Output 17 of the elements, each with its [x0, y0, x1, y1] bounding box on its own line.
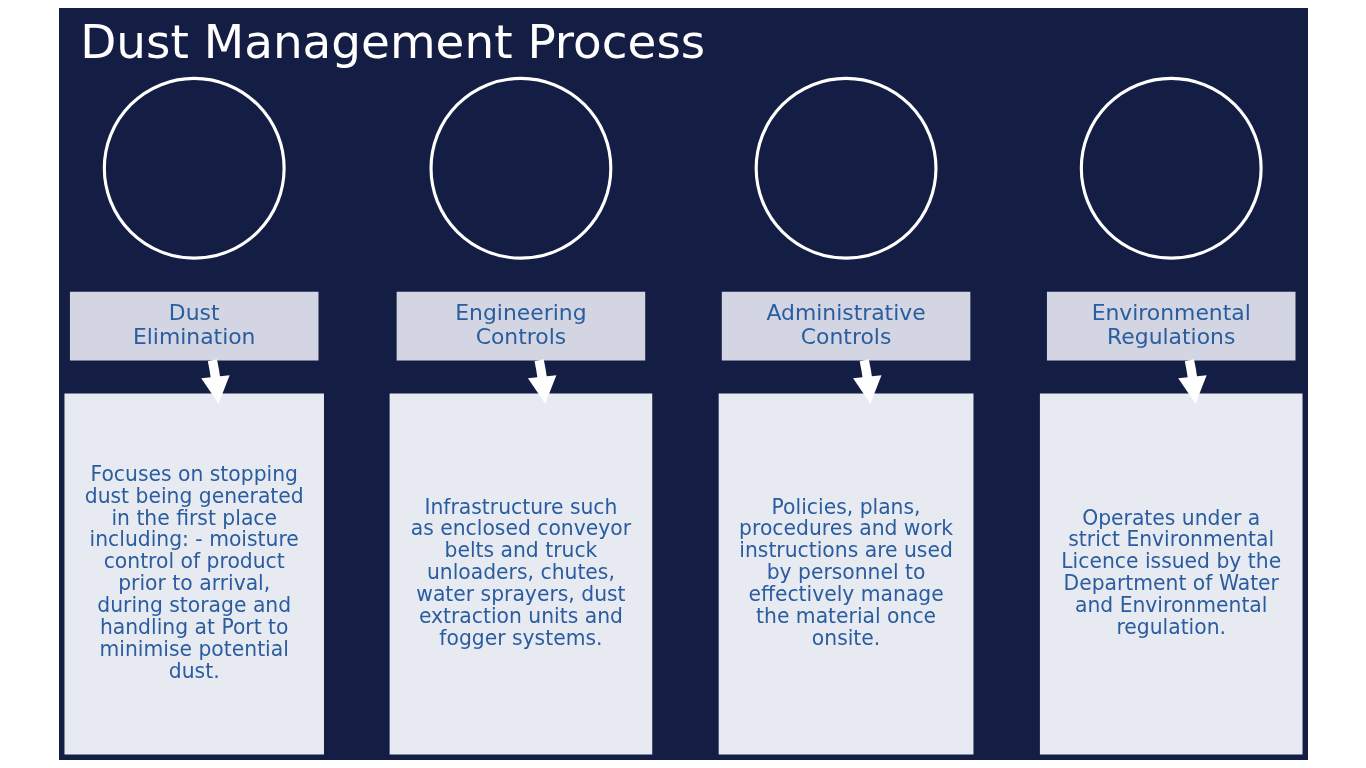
node-box: Operates under a strict Environmental Licence issued by the Department of Water and Environmental regulation.	[1039, 393, 1303, 755]
node-box: Focuses on stopping dust being generated in the first place including: - moisture control of product prior to arrival, during storage and handling at Port to minimise potential dust.	[63, 393, 324, 755]
node-box: Engineering Controls	[396, 291, 645, 361]
node-circle	[1079, 76, 1263, 260]
arrow	[852, 359, 882, 404]
node-circle	[102, 76, 286, 260]
arrow	[200, 359, 230, 404]
arrow	[527, 359, 556, 404]
node-box: Administrative Controls	[721, 291, 970, 361]
node-box: Environmental Regulations	[1046, 291, 1295, 361]
arrow	[1177, 359, 1207, 404]
node-circle	[428, 76, 612, 260]
node-box: Infrastructure such as enclosed conveyor belts and truck unloaders, chutes, water sprayers, dust extraction units and fogger systems.	[389, 393, 652, 755]
node-box: Policies, plans, procedures and work instructions are used by personnel to effectively manage the material once onsite.	[718, 393, 973, 755]
diagram-title: Dust Management Process	[79, 14, 705, 70]
node-circle	[754, 76, 938, 260]
node-box: Dust Elimination	[69, 291, 318, 361]
